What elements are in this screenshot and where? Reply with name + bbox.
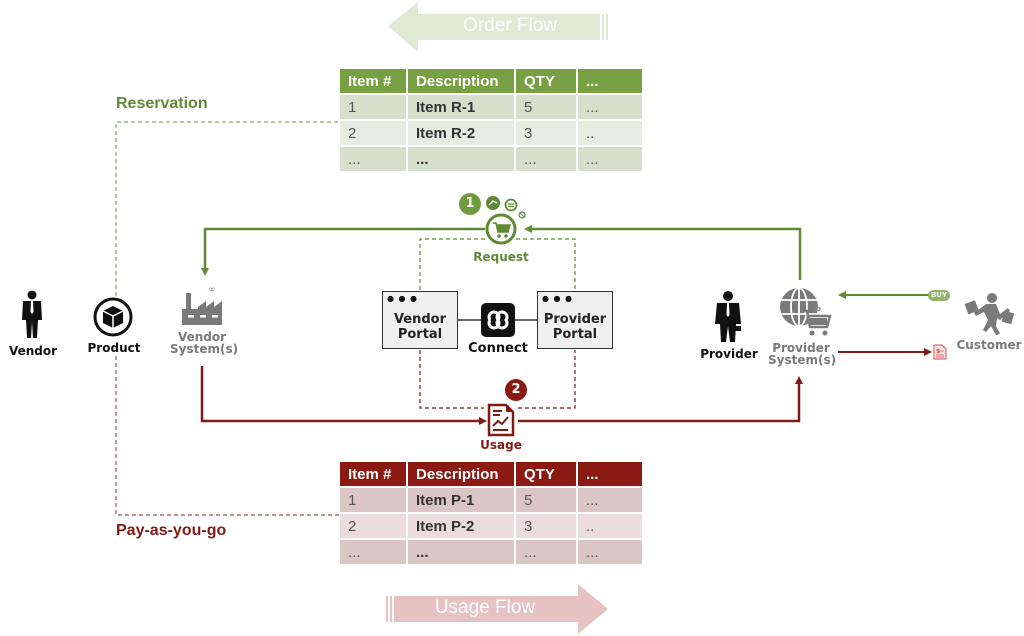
factory-icon: ∞ — [182, 285, 222, 325]
shopping-cart-icon — [485, 213, 517, 245]
table-row: 2 Item R-2 3 .. — [340, 121, 642, 145]
cell: 2 — [340, 514, 406, 538]
cell: Item P-1 — [408, 488, 514, 512]
vendor-portal-line2: Portal — [397, 327, 443, 342]
provider-person-icon — [715, 291, 741, 342]
buy-tag-icon: BUY — [928, 290, 950, 301]
usage-line-left — [200, 366, 487, 425]
provider-label: Provider — [700, 347, 758, 361]
cell: ... — [516, 540, 576, 564]
col-more: ... — [578, 462, 642, 486]
svg-text:$: $ — [936, 348, 940, 355]
cell: ... — [408, 147, 514, 171]
provider-system-label: Provider System(s) — [768, 341, 837, 367]
cell: Item R-1 — [408, 95, 514, 119]
col-description: Description — [408, 462, 514, 486]
central-box-top — [419, 238, 576, 290]
cell: Item R-2 — [408, 121, 514, 145]
cell: .. — [578, 514, 642, 538]
request-label: Request — [473, 250, 529, 264]
cell: 5 — [516, 95, 576, 119]
provider-portal[interactable]: ● ● ● Provider Portal — [537, 291, 613, 349]
reservation-table: Item # Description QTY ... 1 Item R-1 5 … — [338, 67, 644, 173]
cell: ... — [340, 540, 406, 564]
provider-portal-line2: Portal — [552, 327, 598, 342]
svg-text:∞: ∞ — [813, 304, 821, 315]
order-flow-arrow — [388, 2, 608, 52]
reservation-link — [115, 121, 340, 296]
vendor-portal[interactable]: ● ● ● Vendor Portal — [382, 291, 458, 349]
customer-shopping-icon — [964, 293, 1014, 335]
usage-label: Usage — [480, 438, 522, 452]
request-small-icons — [486, 196, 526, 219]
table-row: 1 Item P-1 5 ... — [340, 488, 642, 512]
window-dots-icon: ● ● ● — [387, 294, 419, 303]
vendor-system-line2: System(s) — [170, 342, 239, 356]
provider-portal-label: Provider Portal — [538, 312, 612, 342]
table-row: ... ... ... ... — [340, 540, 642, 564]
usage-flow-arrow — [386, 584, 608, 634]
cell: Item P-2 — [408, 514, 514, 538]
cell: 3 — [516, 514, 576, 538]
cell: ... — [578, 147, 642, 171]
request-line-left — [201, 227, 485, 276]
connect-logo[interactable] — [481, 303, 515, 337]
col-item: Item # — [340, 462, 406, 486]
col-item: Item # — [340, 69, 406, 93]
vendor-portal-label: Vendor Portal — [383, 312, 457, 342]
col-description: Description — [408, 69, 514, 93]
reservation-label: Reservation — [116, 95, 208, 112]
cell: ... — [578, 540, 642, 564]
central-box-bottom — [419, 350, 576, 409]
vendor-portal-line1: Vendor — [393, 312, 447, 327]
step-1-badge: 1 — [459, 193, 481, 215]
cell: ... — [578, 95, 642, 119]
vendor-person-icon — [22, 290, 42, 338]
usage-report-icon — [487, 403, 515, 437]
cell: ... — [340, 147, 406, 171]
table-row: 2 Item P-2 3 .. — [340, 514, 642, 538]
vendor-system-line1: Vendor — [177, 330, 227, 344]
order-flow-label: Order Flow — [463, 15, 557, 36]
product-box-icon — [93, 297, 133, 337]
cell: 1 — [340, 95, 406, 119]
table-row: 1 Item R-1 5 ... — [340, 95, 642, 119]
table-row: ... ... ... ... — [340, 147, 642, 171]
request-line-right — [524, 225, 802, 280]
payg-link — [115, 356, 340, 516]
vendor-label: Vendor — [8, 344, 58, 358]
provider-portal-line1: Provider — [543, 312, 607, 327]
payg-table: Item # Description QTY ... 1 Item P-1 5 … — [338, 460, 644, 566]
usage-line-right — [518, 376, 803, 423]
cell: ... — [578, 488, 642, 512]
cell: 1 — [340, 488, 406, 512]
usage-flow-label: Usage Flow — [434, 597, 536, 618]
provider-system-line2: System(s) — [768, 353, 837, 367]
cell: 3 — [516, 121, 576, 145]
step-2-badge: 2 — [505, 379, 527, 401]
col-more: ... — [578, 69, 642, 93]
payg-label: Pay-as-you-go — [116, 522, 227, 539]
cell: ... — [408, 540, 514, 564]
cell: 5 — [516, 488, 576, 512]
svg-text:∞: ∞ — [208, 285, 216, 295]
customer-label: Customer — [956, 338, 1022, 352]
vendor-system-label: Vendor System(s) — [170, 330, 239, 356]
connect-label: Connect — [468, 341, 528, 356]
provider-system-line1: Provider — [772, 341, 830, 355]
cell: .. — [578, 121, 642, 145]
window-dots-icon: ● ● ● — [542, 294, 574, 303]
cell: 2 — [340, 121, 406, 145]
col-qty: QTY — [516, 462, 576, 486]
globe-cart-icon: ∞ — [780, 287, 832, 336]
col-qty: QTY — [516, 69, 576, 93]
invoice-icon: $ — [933, 344, 947, 360]
connect-infinity-icon — [487, 310, 509, 330]
cell: ... — [516, 147, 576, 171]
product-label: Product — [87, 341, 141, 355]
